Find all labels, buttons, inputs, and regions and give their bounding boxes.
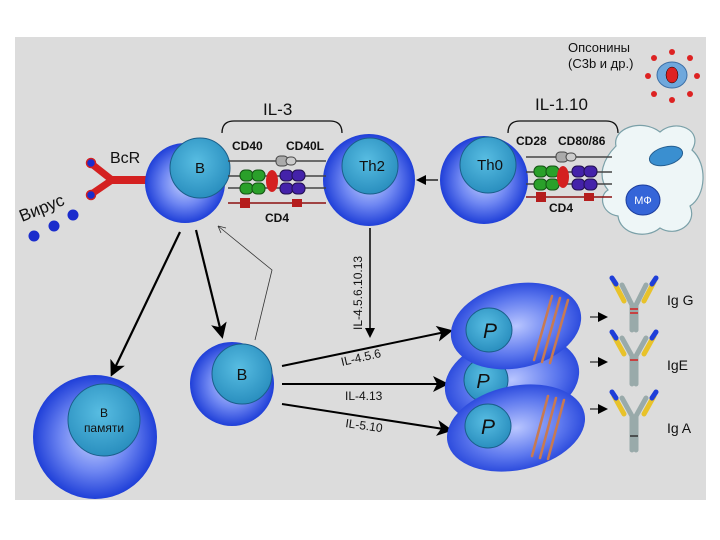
plasma-cell-igg: P [450, 282, 582, 370]
macrophage-label: МФ [634, 195, 651, 207]
virus-particle-icon [48, 220, 60, 232]
memory-b-sublabel: памяти [84, 421, 124, 435]
th2-cell-label: Th2 [359, 158, 385, 175]
feedback-line [217, 225, 273, 341]
memory-b-label: B [100, 406, 108, 420]
macrophage-cell: МФ [601, 124, 704, 235]
bcr-receptor-icon [85, 157, 154, 201]
memory-b-cell: B памяти [33, 375, 157, 499]
bcr-label: BcR [110, 150, 140, 167]
igg-label: Ig G [667, 292, 693, 308]
cd40-label: CD40 [232, 139, 263, 153]
iga-antibody-icon [609, 389, 659, 453]
b-cell-main-label: B [195, 160, 205, 177]
feedback-arrowhead [217, 225, 227, 234]
b-to-b-small-arrow [194, 229, 227, 339]
plasma-igg-label: P [483, 320, 497, 343]
il510-label: IL-5.10 [345, 416, 384, 435]
cd28-label: CD28 [516, 134, 547, 148]
cd4-right-label: CD4 [549, 201, 573, 215]
opsonins-label: Опсонины [568, 40, 630, 55]
ige-label: IgE [667, 357, 688, 373]
cd4-left-label: CD4 [265, 211, 289, 225]
b-to-memory-arrow [110, 231, 181, 377]
igg-antibody-icon [609, 275, 659, 333]
il110-label: IL-1.10 [535, 95, 588, 114]
il110-bracket [507, 120, 619, 134]
virus-particle-icon [67, 209, 79, 221]
b-to-plasma-iga-arrow [281, 403, 453, 436]
th0-cell-label: Th0 [477, 157, 503, 174]
cd40l-label: CD40L [286, 139, 324, 153]
opsonins-sublabel: (С3b и др.) [568, 56, 633, 71]
b-cell-main: B [145, 137, 231, 223]
th0-cell: Th0 [440, 136, 528, 224]
virus-particle-icon [28, 230, 40, 242]
plasma-cell-iga: P [446, 384, 586, 472]
opsonized-virus-icon [645, 49, 700, 103]
il3-bracket [221, 120, 343, 134]
cd8086-label: CD80/86 [558, 134, 606, 148]
b-cell-small: B [190, 342, 274, 426]
ige-antibody-icon [609, 329, 659, 387]
plasma-ige-label: P [476, 371, 490, 393]
th0-mf-receptor-complex [526, 151, 612, 202]
plasma-iga-label: P [481, 416, 495, 439]
il413-label: IL-4.13 [345, 389, 383, 403]
il3-label: IL-3 [263, 100, 292, 119]
b-to-plasma-igg-arrow [281, 325, 453, 367]
iga-label: Ig A [667, 420, 692, 436]
il-vertical-label: IL-4.5.6.10.13 [351, 256, 365, 330]
th2-cell: Th2 [323, 134, 415, 226]
b-cell-small-label: B [237, 367, 248, 384]
b-th2-receptor-complex [228, 155, 326, 208]
